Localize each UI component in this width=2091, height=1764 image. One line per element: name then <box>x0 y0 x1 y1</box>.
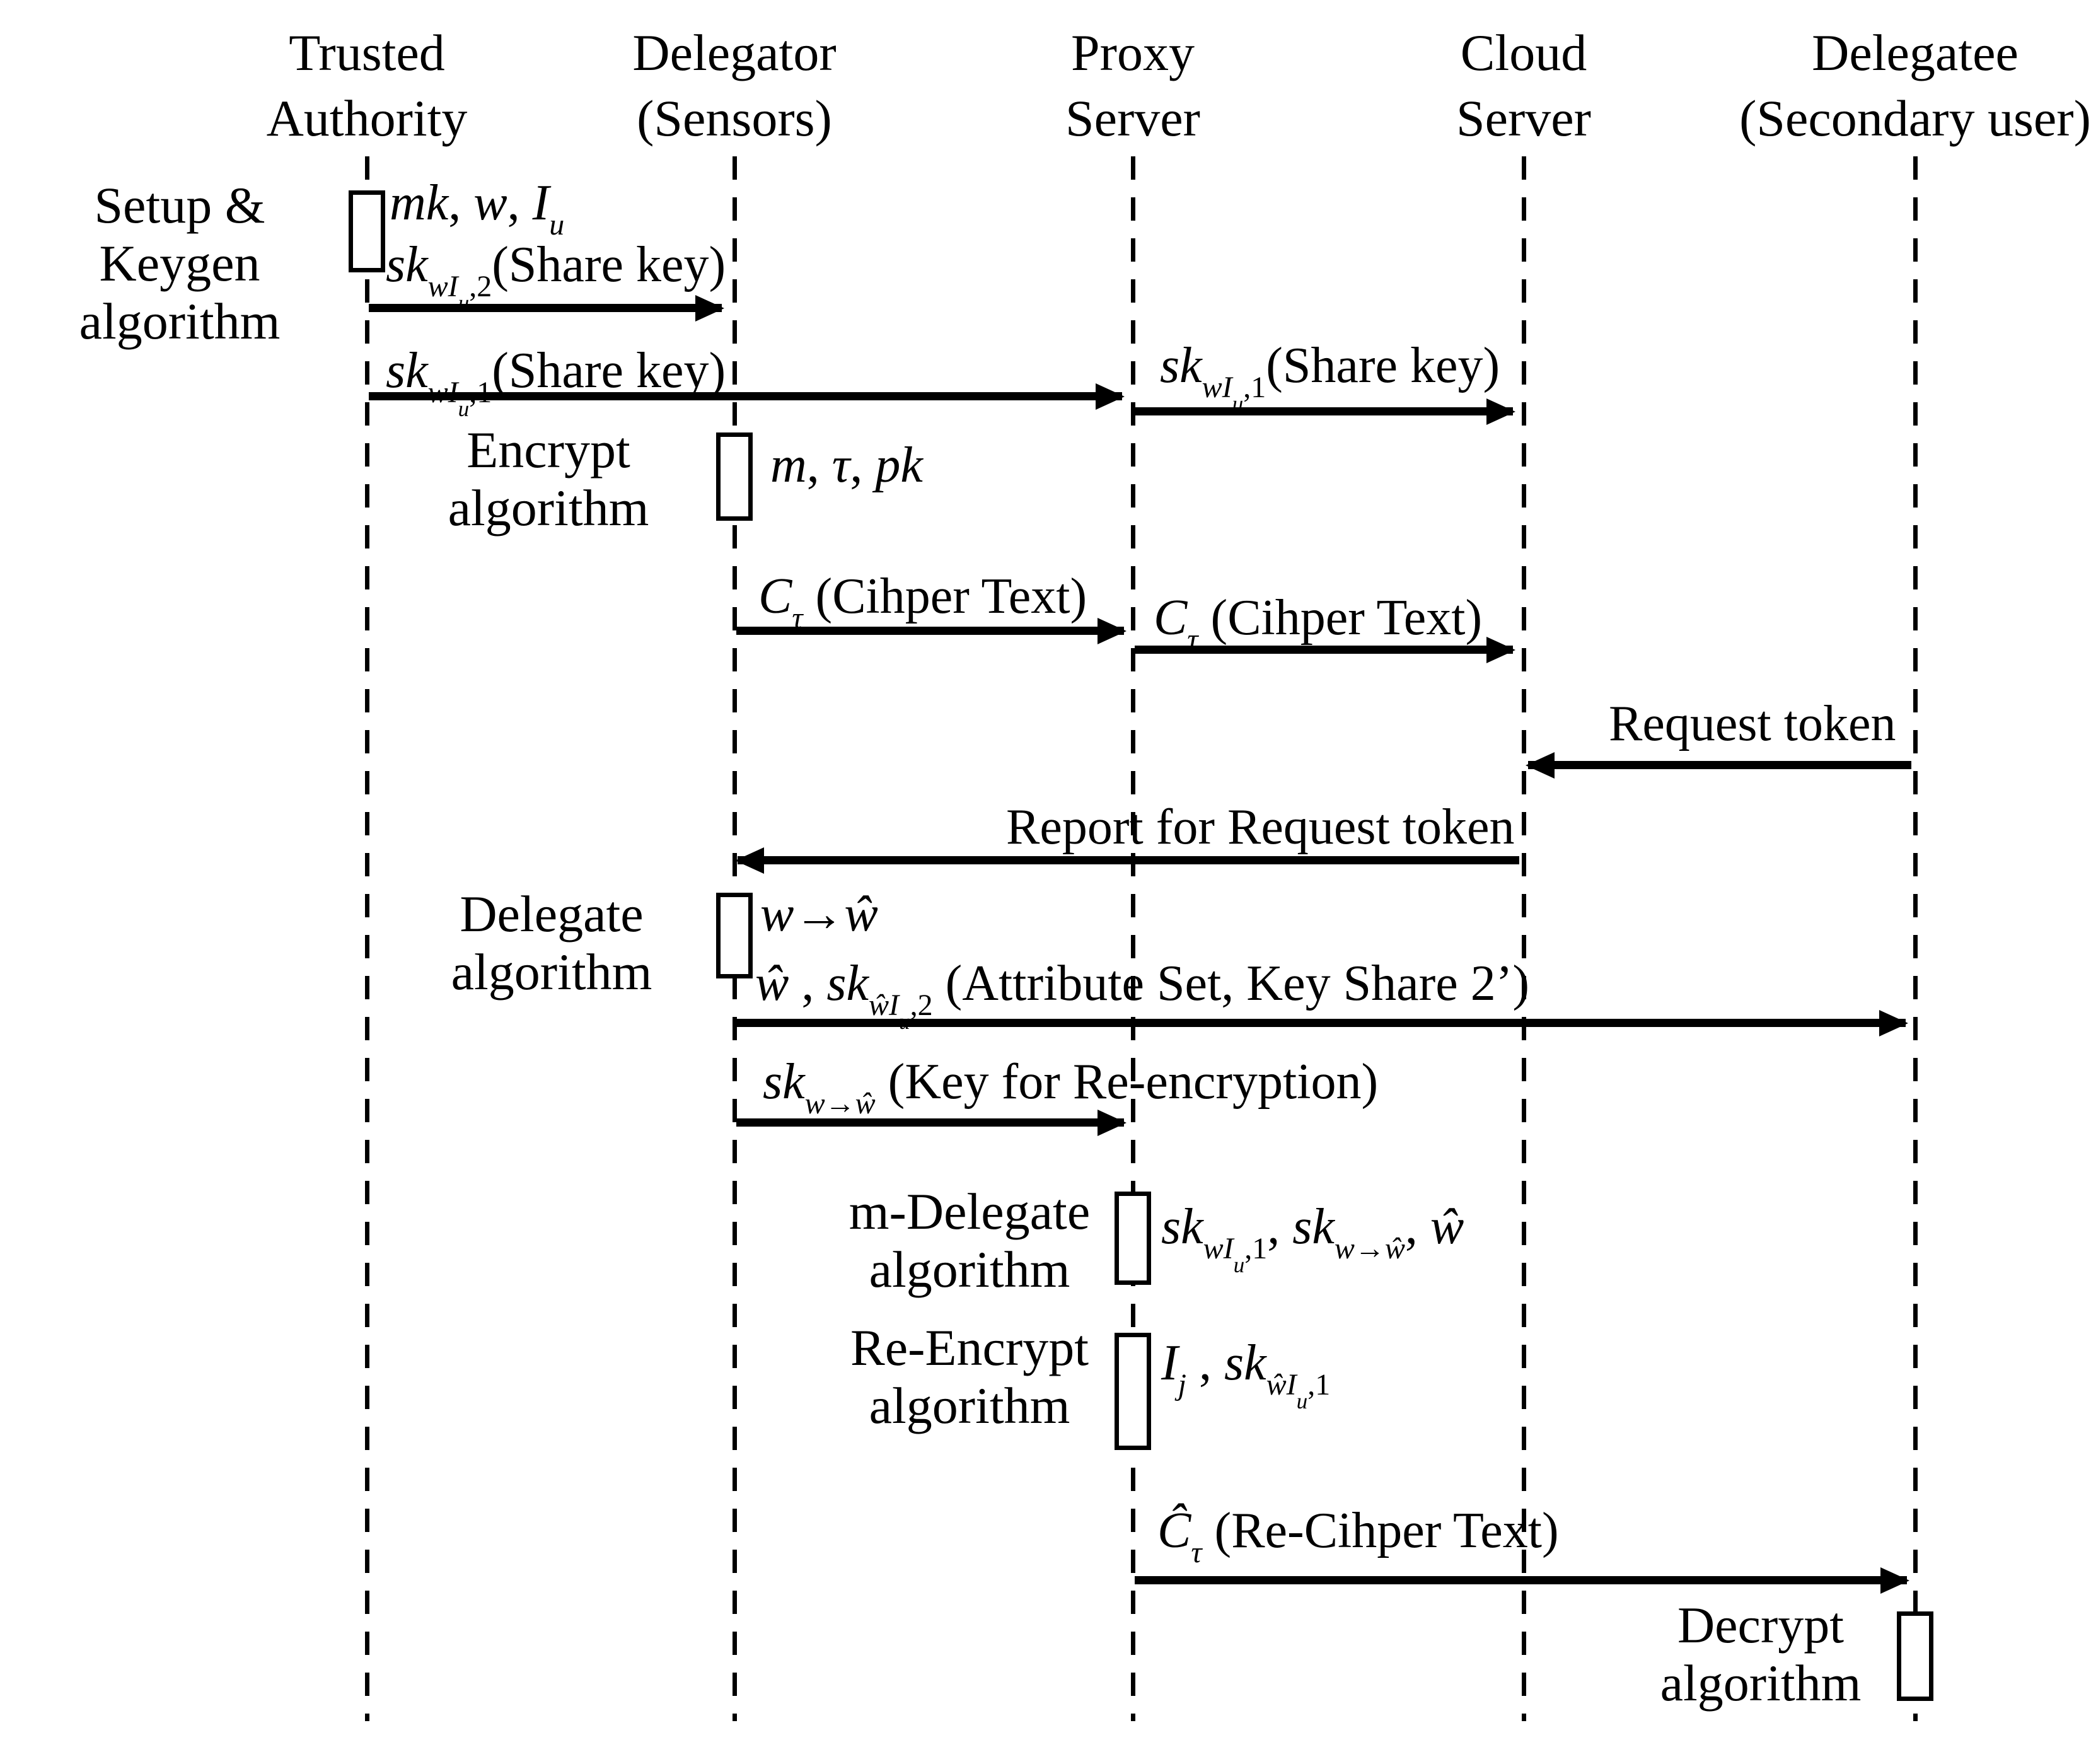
activation-re-encrypt <box>1115 1333 1151 1450</box>
label-encrypt-algorithm: Encrypt algorithm <box>410 421 687 537</box>
algorithm-label-line: Encrypt <box>466 421 630 479</box>
arrow-ta-to-proxy-share-key-1 <box>369 392 1122 400</box>
label-delegate-algorithm: Delegate algorithm <box>413 885 690 1001</box>
actor-name-line: Cloud <box>1460 24 1587 81</box>
actor-name-line: (Sensors) <box>637 90 832 147</box>
actor-header-delegatee: Delegatee (Secondary user) <box>1688 20 2091 151</box>
message-label-attribute-set: ŵ , skŵIu,2 (Attribute Set, Key Share 2’… <box>755 956 1529 1034</box>
actor-name-line: Authority <box>266 90 468 147</box>
algorithm-label-line: m-Delegate <box>849 1183 1091 1240</box>
arrow-cloud-to-delegator-report-request-token <box>738 856 1519 864</box>
message-label-cipher-text-1: Cτ (Cihper Text) <box>758 569 1087 635</box>
activation-encrypt <box>716 432 753 521</box>
algorithm-label-line: Delegate <box>460 885 644 943</box>
algorithm-label-line: algorithm <box>869 1377 1070 1434</box>
algorithm-label-line: algorithm <box>448 479 649 537</box>
actor-name-line: Proxy <box>1071 24 1195 81</box>
label-re-encrypt-algorithm: Re-Encrypt algorithm <box>831 1319 1108 1435</box>
label-setup-keygen-algorithm: Setup & Keygen algorithm <box>9 177 350 351</box>
actor-name-line: (Secondary user) <box>1739 90 2091 147</box>
label-decrypt-algorithm: Decrypt algorithm <box>1638 1596 1884 1712</box>
actor-name-line: Delegator <box>632 24 837 81</box>
lifeline-delegatee <box>1913 156 1918 1721</box>
arrow-delegator-to-delegatee-attribute-set <box>736 1019 1906 1027</box>
actor-name-line: Delegatee <box>1812 24 2019 81</box>
label-m-delegate-algorithm: m-Delegate algorithm <box>831 1183 1108 1299</box>
arrow-proxy-to-cloud-cipher-text <box>1135 646 1513 654</box>
note-delegate-map: w→ŵ <box>760 886 878 942</box>
lifeline-trusted-authority <box>365 156 369 1721</box>
arrow-ta-to-delegator-share-key-2 <box>369 304 722 312</box>
algorithm-label-line: Setup & Keygen <box>94 177 265 292</box>
actor-name-line: Trusted <box>289 24 445 81</box>
note-re-encrypt-input: Ij , skŵIu,1 <box>1161 1335 1331 1413</box>
message-label-share-key-1b: skwIu,1(Share key) <box>1160 338 1500 416</box>
actor-name-line: Server <box>1065 90 1200 147</box>
algorithm-label-line: algorithm <box>451 943 652 1001</box>
note-encrypt-input: m, τ, pk <box>770 438 923 493</box>
actor-header-trusted-authority: Trusted Authority <box>140 20 594 151</box>
actor-header-delegator: Delegator (Sensors) <box>507 20 961 151</box>
arrow-proxy-to-cloud-share-key-1 <box>1135 407 1513 415</box>
actor-name-line: Server <box>1456 90 1591 147</box>
note-m-delegate-input: skwIu,1, skw→ŵ, ŵ <box>1161 1199 1464 1277</box>
algorithm-label-line: algorithm <box>1660 1654 1862 1712</box>
message-label-share-key-2: skwIu,2(Share key) <box>386 237 726 315</box>
arrow-proxy-to-delegatee-recipher-text <box>1135 1576 1907 1584</box>
message-label-request-token: Request token <box>1609 696 1896 751</box>
activation-delegate <box>716 893 753 978</box>
actor-header-proxy-server: Proxy Server <box>906 20 1360 151</box>
lifeline-cloud-server <box>1522 156 1526 1721</box>
message-label-recipher-text: Ĉτ (Re-Cihper Text) <box>1157 1503 1559 1569</box>
message-label-share-key-1: skwIu,1(Share key) <box>386 343 726 421</box>
message-label-cipher-text-2: Cτ (Cihper Text) <box>1154 590 1483 656</box>
activation-decrypt <box>1897 1611 1933 1701</box>
arrow-delegator-to-proxy-cipher-text <box>736 627 1124 635</box>
arrow-delegator-to-proxy-reencryption-key <box>736 1118 1124 1127</box>
activation-m-delegate <box>1115 1192 1151 1285</box>
algorithm-label-line: Decrypt <box>1677 1596 1845 1654</box>
lifeline-proxy-server <box>1131 156 1135 1721</box>
message-label-report-request-token: Report for Request token <box>1006 799 1515 855</box>
message-label-reencryption-key: skw→ŵ (Key for Re-encryption) <box>763 1054 1379 1120</box>
arrow-delegatee-to-cloud-request-token <box>1528 761 1911 769</box>
algorithm-label-line: Re-Encrypt <box>850 1319 1089 1376</box>
actor-header-cloud-server: Cloud Server <box>1297 20 1751 151</box>
algorithm-label-line: algorithm <box>869 1241 1070 1298</box>
activation-setup-keygen <box>349 190 385 272</box>
note-setup-input: mk, w, Iu <box>390 175 565 241</box>
algorithm-label-line: algorithm <box>79 293 281 350</box>
